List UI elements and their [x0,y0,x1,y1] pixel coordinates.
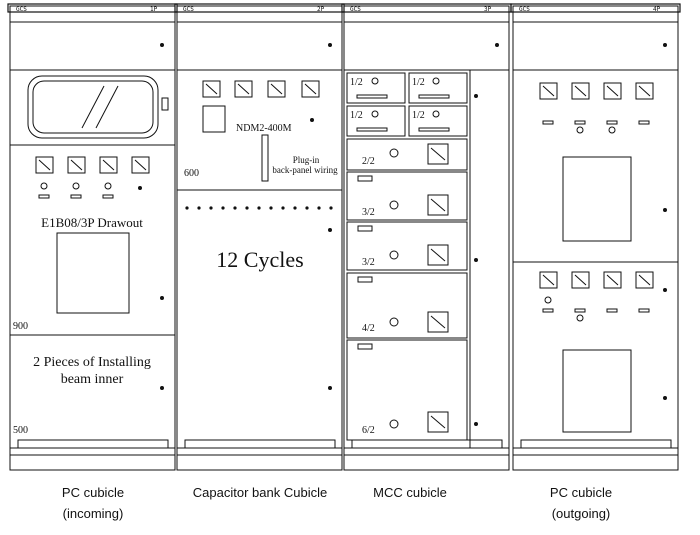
cubicle-4-number: 4P [653,6,661,13]
mcc-small-drawer-label-2: 1/2 [412,77,425,88]
breaker-model-label: E1B08/3P Drawout [41,215,143,230]
mcc-drawer-label-5: 6/2 [362,425,375,436]
cubicle-2-code: GCS [183,6,194,13]
caption-capacitor-bank-line1: Capacitor bank Cubicle [192,485,328,500]
caption-pc-incoming-line2: (incoming) [62,506,124,521]
caption-pc-outgoing-line1: PC cubicle [549,485,613,500]
caption-mcc: MCC cubicle [325,482,495,503]
cubicle-2-number: 2P [317,6,325,13]
caption-capacitor-bank: Capacitor bank Cubicle [175,482,345,503]
mcc-drawer-label-1: 2/2 [362,156,375,167]
cubicle-1-number: 1P [150,6,158,13]
capacitor-cycles-label: 12 Cycles [216,247,303,272]
cubicle-mcc [341,3,512,471]
plugin-label-line2: back-panel wiring [272,165,338,175]
caption-pc-incoming: PC cubicle (incoming) [8,482,178,524]
cubicle-pc-outgoing [510,3,681,471]
caption-pc-outgoing-line2: (outgoing) [551,506,611,521]
mcc-small-drawer-label-4: 1/2 [412,110,425,121]
mcc-drawer-label-4: 4/2 [362,323,375,334]
cubicle-3-number: 3P [484,6,492,13]
cubicle-4-code: GCS [519,6,530,13]
capacitor-breaker-model: NDM2-400M [236,123,292,134]
mcc-small-drawer-label-3: 1/2 [350,110,363,121]
cubicle-3-code: GCS [350,6,361,13]
plugin-label-line1: Plug-in [293,155,320,165]
mcc-drawer-label-3: 3/2 [362,257,375,268]
mcc-drawer-label-2: 3/2 [362,207,375,218]
dimension-mark-600: 600 [184,168,199,179]
caption-pc-incoming-line1: PC cubicle [61,485,125,500]
installing-beam-note-line2: beam inner [61,372,124,387]
caption-mcc-line1: MCC cubicle [373,485,447,500]
dimension-mark-900: 900 [13,321,28,332]
cubicle-pc-incoming [7,3,178,471]
dimension-mark-500: 500 [13,425,28,436]
cubicle-capacitor-bank [174,3,345,471]
cubicle-1-code: GCS [16,6,27,13]
installing-beam-note-line1: 2 Pieces of Installing [33,355,151,370]
caption-pc-outgoing: PC cubicle (outgoing) [496,482,666,524]
mcc-small-drawer-label-1: 1/2 [350,77,363,88]
